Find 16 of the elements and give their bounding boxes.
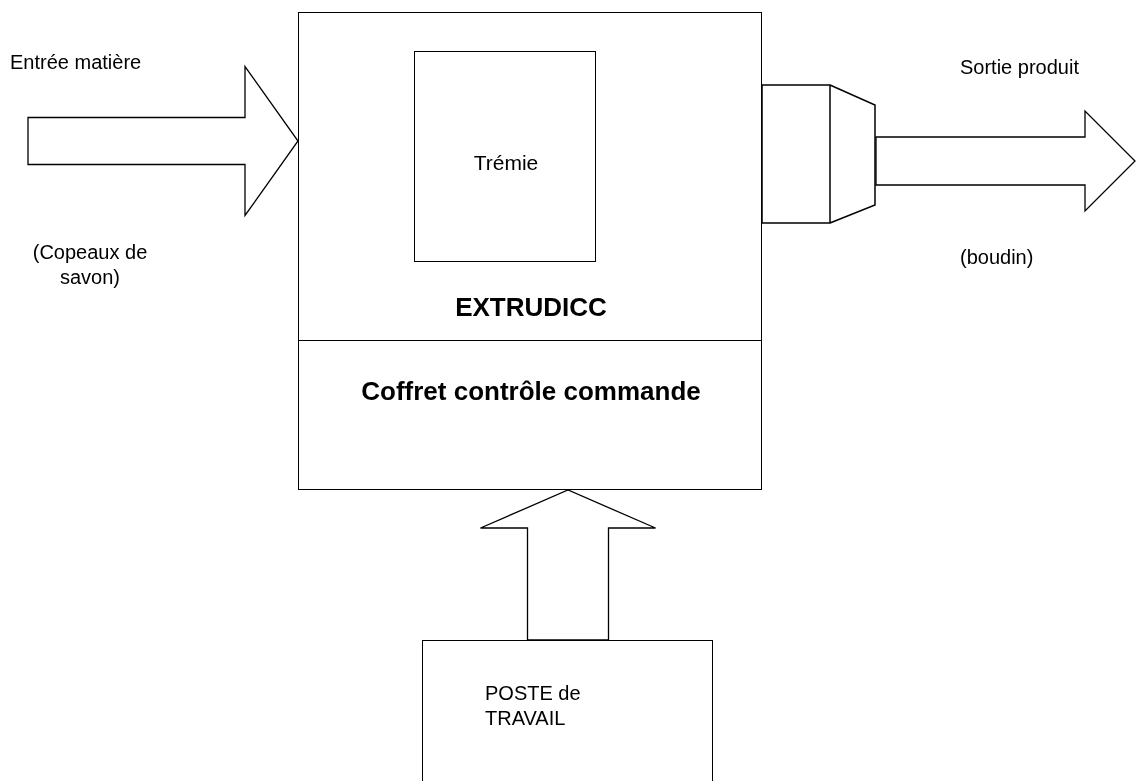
control-cabinet-box (298, 340, 762, 490)
node-label: Trémie (472, 150, 540, 176)
hopper-box (414, 51, 596, 262)
workstation-box (422, 640, 713, 781)
block-arrow (479, 489, 657, 641)
note-label: (Copeaux de savon) (31, 240, 149, 290)
edge-label: Sortie produit (960, 55, 1080, 80)
block-arrow (875, 109, 1136, 213)
extrusion-nozzle-drawing (761, 84, 876, 224)
note-label: (boudin) (960, 245, 1035, 270)
edge-label: Entrée matière (10, 50, 143, 75)
node-label: EXTRUDICC (454, 291, 608, 324)
block-arrow (27, 64, 299, 218)
node-label: Coffret contrôle commande (360, 375, 702, 408)
node-label: POSTE de TRAVAIL (485, 681, 582, 731)
machine-box (298, 12, 762, 341)
